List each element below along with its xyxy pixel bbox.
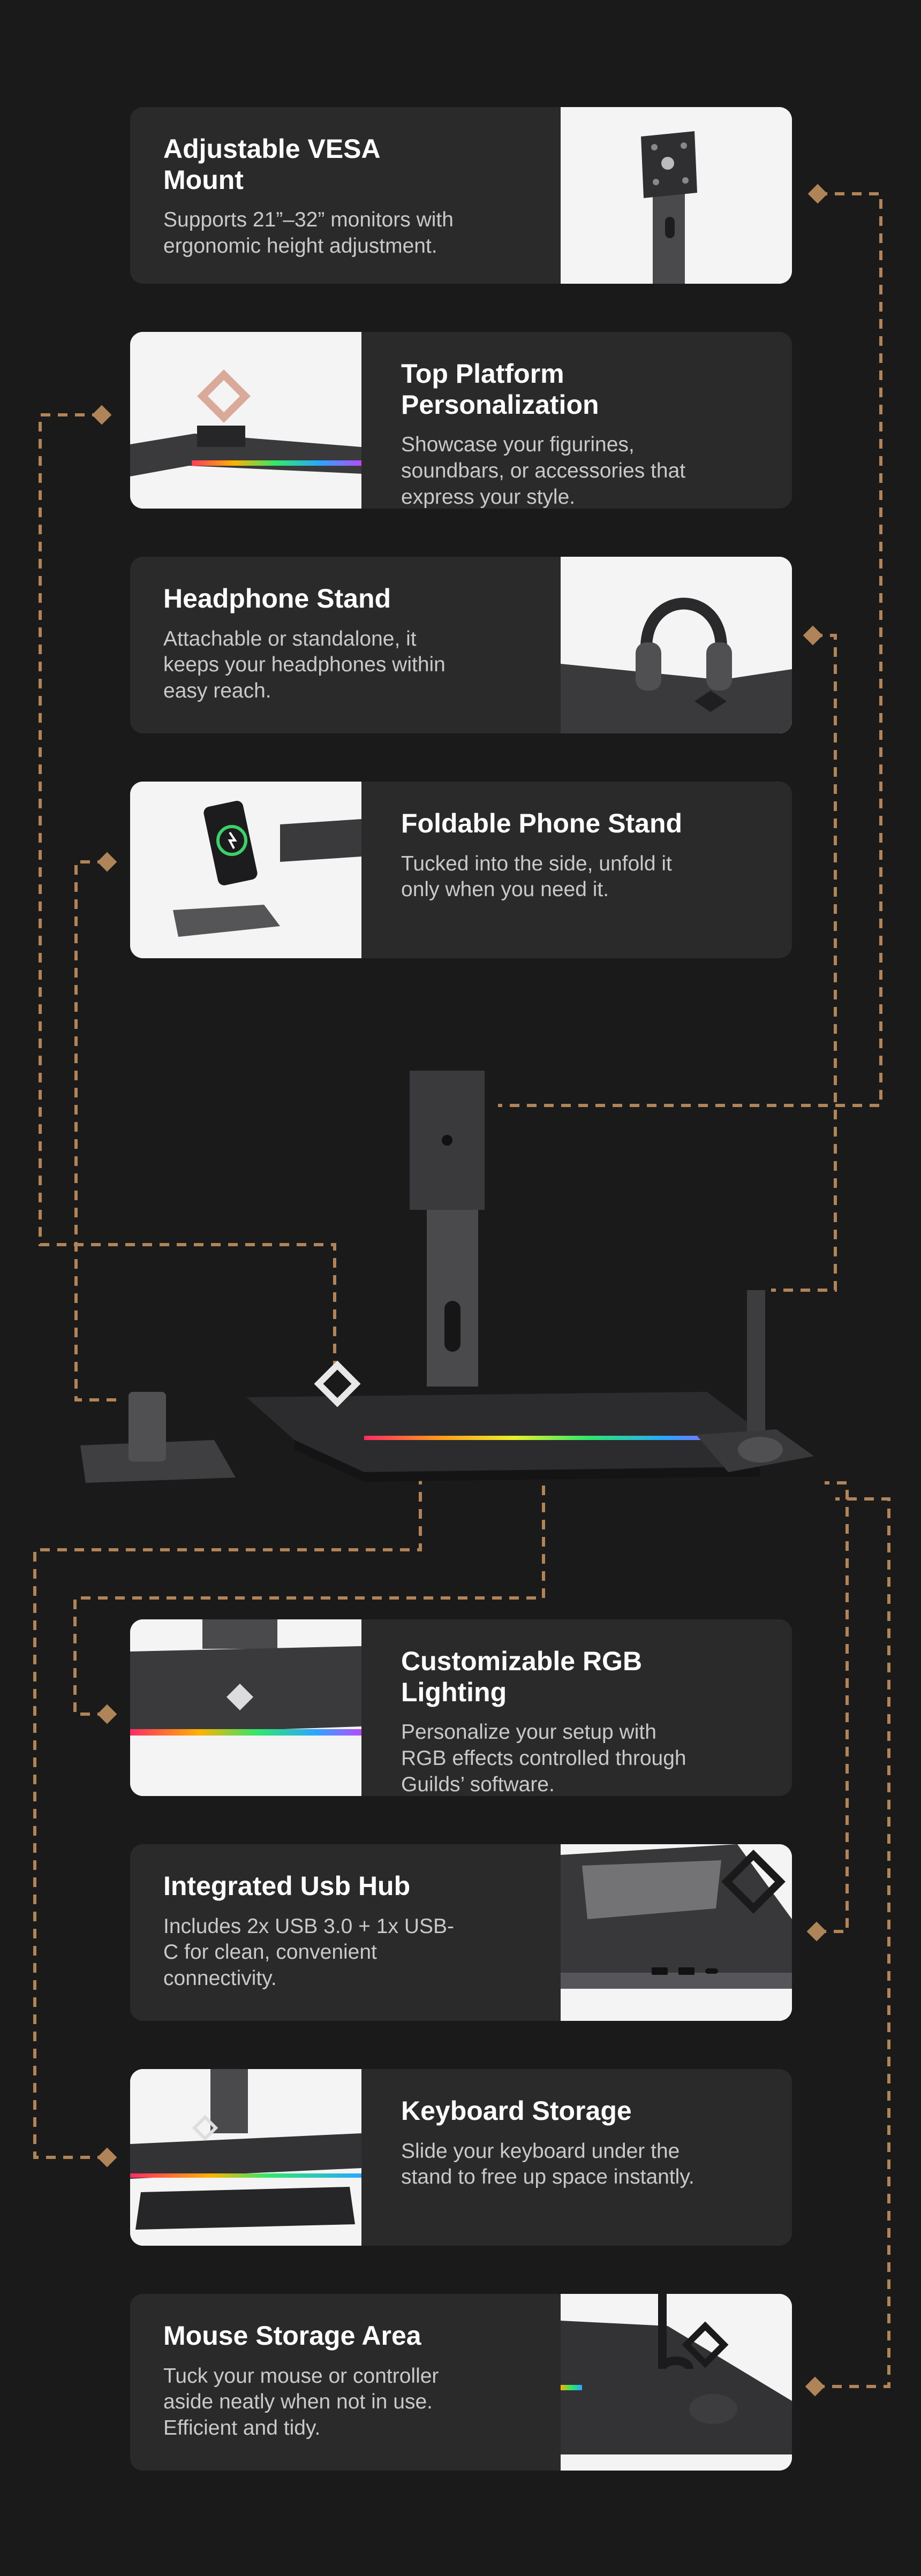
- vesa-mount-image: [561, 107, 792, 284]
- feature-description: Tucked into the side, unfold it only whe…: [401, 852, 672, 901]
- feature-description: Tuck your mouse or controller aside neat…: [163, 2364, 439, 2440]
- feature-card-phone-stand: Foldable Phone Stand Tucked into the sid…: [130, 782, 792, 958]
- feature-card-keyboard-storage: Keyboard Storage Slide your keyboard und…: [130, 2069, 792, 2246]
- feature-title: Customizable RGB Lighting: [401, 1646, 643, 1707]
- usb-hub-image: [561, 1844, 792, 2021]
- feature-card-headphone-stand: Headphone Stand Attachable or standalone…: [130, 557, 792, 733]
- feature-title: Integrated Usb Hub: [163, 1871, 411, 1901]
- feature-card-top-platform: Top Platform Personalization Showcase yo…: [130, 332, 792, 509]
- feature-card-vesa-mount: Adjustable VESA Mount Supports 21”–32” m…: [130, 107, 792, 284]
- feature-description: Personalize your setup with RGB effects …: [401, 1721, 686, 1796]
- feature-description: Supports 21”–32” monitors with ergonomic…: [163, 208, 454, 257]
- feature-card-usb-hub: Integrated Usb Hub Includes 2x USB 3.0 +…: [130, 1844, 792, 2021]
- keyboard-storage-image: [130, 2069, 361, 2246]
- rgb-lighting-image: [130, 1619, 361, 1796]
- feature-description: Slide your keyboard under the stand to f…: [401, 2139, 694, 2189]
- feature-description: Includes 2x USB 3.0 + 1x USB-C for clean…: [163, 1914, 455, 1990]
- feature-title: Headphone Stand: [163, 584, 391, 613]
- headphone-stand-image: [561, 557, 792, 733]
- feature-description: Showcase your figurines, soundbars, or a…: [401, 433, 686, 509]
- feature-title: Adjustable VESA Mount: [163, 134, 380, 195]
- feature-title: Top Platform Personalization: [401, 359, 599, 420]
- mouse-storage-image: [561, 2294, 792, 2471]
- feature-title: Keyboard Storage: [401, 2096, 632, 2126]
- feature-card-rgb-lighting: Customizable RGB Lighting Personalize yo…: [130, 1619, 792, 1796]
- feature-title: Mouse Storage Area: [163, 2321, 421, 2351]
- monitor-stand-hero-image: [80, 1071, 814, 1483]
- feature-title: Foldable Phone Stand: [401, 808, 683, 838]
- top-platform-image: [130, 332, 361, 509]
- feature-card-mouse-storage: Mouse Storage Area Tuck your mouse or co…: [130, 2294, 792, 2471]
- feature-description: Attachable or standalone, it keeps your …: [163, 627, 446, 703]
- phone-stand-image: [130, 782, 361, 958]
